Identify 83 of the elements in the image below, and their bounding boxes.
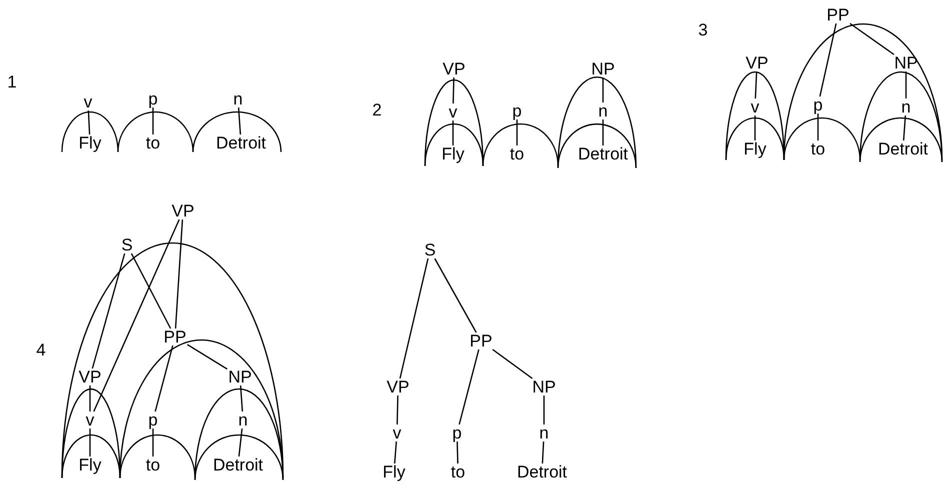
- tree-label: S: [120, 236, 134, 254]
- tree-label: Fly: [440, 146, 466, 162]
- tree-label: VP: [386, 378, 410, 396]
- tree-line: [240, 385, 244, 412]
- tree-label: NP: [227, 368, 253, 386]
- tree-line: [152, 108, 154, 134]
- panel-number: 1: [7, 74, 17, 90]
- tree-label: n: [237, 412, 249, 428]
- tree-label: p: [147, 412, 159, 428]
- tree-label: p: [451, 424, 463, 442]
- tree-line: [602, 78, 604, 102]
- tree-label: Fly: [742, 140, 768, 158]
- tree-line: [394, 441, 397, 464]
- tree-line: [130, 253, 172, 329]
- tree-label: NP: [893, 54, 919, 72]
- tree-line: [602, 120, 604, 146]
- tree-label: v: [82, 94, 94, 110]
- tree-label: to: [508, 146, 526, 162]
- tree-line: [819, 23, 837, 97]
- tree-label: n: [597, 102, 609, 120]
- tree-label: Fly: [382, 464, 406, 480]
- tree-line: [93, 219, 180, 412]
- tree-line: [89, 386, 91, 412]
- tree-line: [543, 396, 545, 424]
- tree-line: [905, 72, 907, 98]
- tree-line: [187, 344, 228, 370]
- tree-line: [238, 428, 243, 457]
- tree-line: [174, 219, 184, 329]
- tree-label: p: [147, 90, 159, 108]
- tree-label: Fly: [78, 134, 102, 152]
- tree-line: [399, 258, 429, 379]
- tree-label: PP: [468, 332, 494, 350]
- tree-label: Detroit: [214, 134, 268, 152]
- tree-line: [516, 120, 518, 146]
- tree-label: to: [810, 140, 826, 158]
- tree-label: n: [900, 98, 912, 116]
- tree-line: [396, 395, 398, 425]
- tree-label: to: [450, 464, 466, 480]
- tree-label: PP: [826, 6, 850, 24]
- tree-label: n: [538, 424, 550, 442]
- tree-line: [456, 441, 458, 464]
- tree-line: [902, 115, 906, 141]
- tree-label: to: [144, 134, 162, 152]
- tree-label: Detroit: [876, 140, 930, 158]
- tree-label: VP: [442, 60, 466, 78]
- tree-label: n: [232, 90, 244, 108]
- panel-number: 2: [372, 102, 382, 118]
- tree-label: p: [511, 102, 523, 120]
- tree-line: [154, 345, 174, 412]
- tree-label: Detroit: [516, 464, 568, 480]
- tree-label: NP: [590, 60, 616, 78]
- tree-line: [89, 428, 91, 456]
- tree-label: Fly: [78, 456, 102, 474]
- tree-line: [88, 110, 90, 135]
- tree-line: [152, 428, 154, 456]
- tree-line: [458, 349, 480, 425]
- tree-label: Detroit: [212, 456, 264, 474]
- tree-label: Detroit: [576, 146, 630, 162]
- tree-label: PP: [162, 328, 188, 346]
- tree-line: [850, 22, 894, 56]
- tree-label: v: [448, 104, 458, 120]
- tree-label: v: [750, 98, 760, 116]
- tree-line: [817, 114, 819, 140]
- tree-line: [754, 71, 758, 99]
- tree-line: [92, 253, 126, 369]
- tree-label: VP: [170, 202, 196, 220]
- tree-label: to: [144, 456, 162, 474]
- tree-label: v: [84, 412, 96, 428]
- tree-label: v: [392, 424, 402, 442]
- tree-label: VP: [744, 54, 770, 72]
- tree-label: VP: [78, 368, 102, 386]
- tree-label: p: [812, 96, 824, 114]
- tree-line: [238, 107, 242, 135]
- tree-line: [754, 116, 756, 140]
- tree-label: NP: [531, 378, 557, 396]
- panel-number: 3: [698, 22, 708, 38]
- tree-line: [492, 348, 533, 380]
- tree-line: [434, 258, 477, 333]
- tree-label: S: [423, 242, 437, 258]
- tree-line: [542, 441, 544, 464]
- panel-number: 4: [36, 342, 46, 358]
- tree-line: [452, 77, 454, 104]
- tree-line: [452, 120, 454, 146]
